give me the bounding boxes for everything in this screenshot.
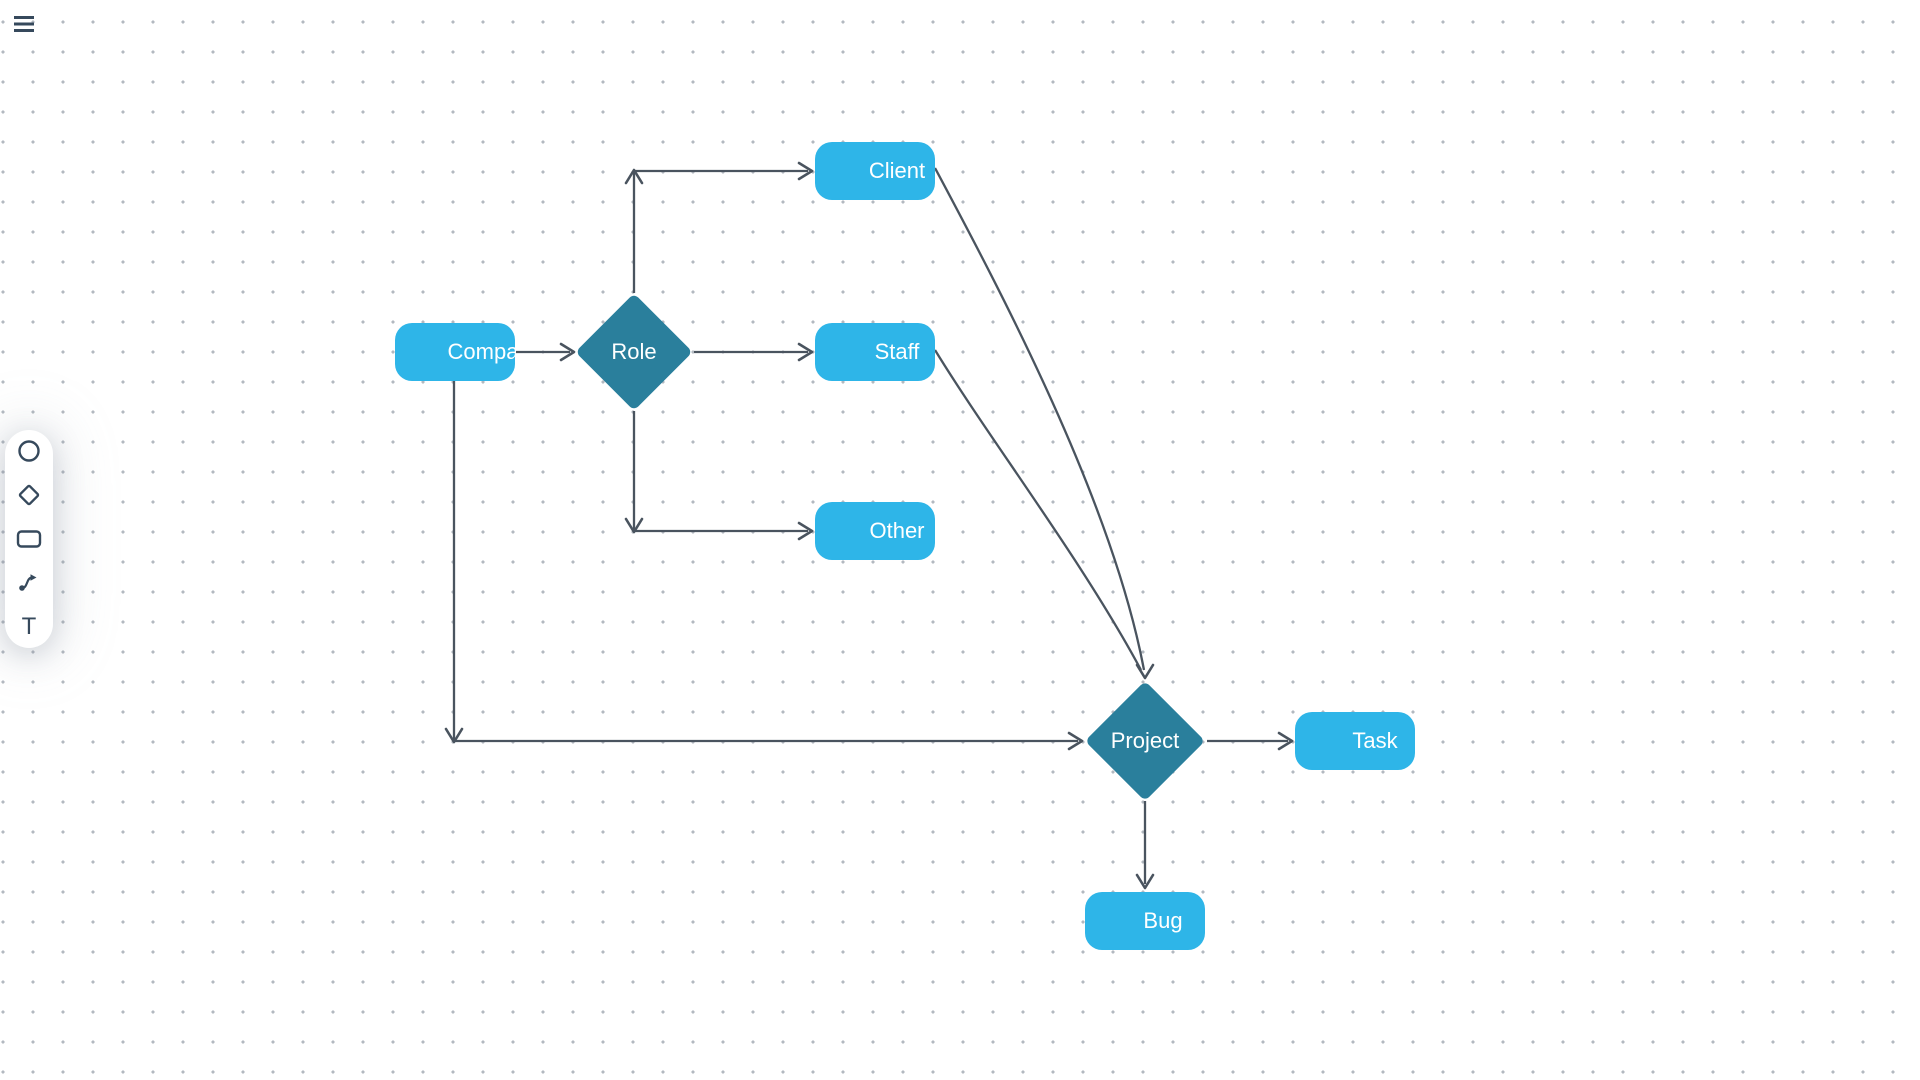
tool-circle-button[interactable] [15, 438, 43, 464]
tool-text-button[interactable]: T [15, 614, 43, 640]
node-label-bug: Bug [1143, 908, 1183, 933]
tool-rectangle-button[interactable] [15, 526, 43, 552]
arrowhead-right-icon [797, 521, 814, 541]
rectangle-shape-icon [16, 530, 42, 548]
hamburger-menu-button[interactable] [10, 10, 38, 38]
node-label-company: Compa [447, 339, 515, 364]
arrowhead-down-icon [444, 727, 464, 744]
edge-role-other[interactable] [624, 411, 814, 541]
node-other[interactable]: Other [815, 502, 935, 560]
node-label-project: Project [1110, 728, 1180, 753]
node-company[interactable]: Compa [395, 323, 515, 381]
hamburger-icon [14, 16, 34, 32]
edge-role-staff[interactable] [694, 342, 814, 362]
node-label-staff: Staff [874, 339, 920, 364]
node-label-client: Client [868, 158, 926, 183]
text-tool-icon: T [21, 613, 37, 640]
node-project[interactable]: Project [1084, 680, 1206, 802]
edge-staff-project[interactable] [934, 349, 1143, 671]
arrowhead-right-icon [1277, 731, 1294, 751]
edge-project-task[interactable] [1207, 731, 1294, 751]
tool-connector-button[interactable] [15, 570, 43, 596]
connector-arrow-icon [19, 574, 37, 591]
shape-toolbar: T [5, 430, 53, 648]
node-staff[interactable]: Staff [815, 323, 935, 381]
edge-project-bug[interactable] [1135, 801, 1155, 890]
edge-company-role[interactable] [516, 342, 576, 362]
arrowhead-right-icon [559, 342, 576, 362]
edge-role-client[interactable] [624, 161, 814, 293]
arrowhead-right-icon [797, 342, 814, 362]
diamond-shape-icon [18, 484, 40, 506]
node-bug[interactable]: Bug [1085, 892, 1205, 950]
edge-company-project[interactable] [444, 381, 1084, 751]
node-role[interactable]: Role [575, 293, 693, 411]
tool-diamond-button[interactable] [15, 482, 43, 508]
arrowhead-down-icon [624, 517, 644, 534]
arrowhead-up-icon [624, 168, 644, 185]
edge-client-project[interactable] [933, 167, 1155, 680]
arrowhead-right-icon [1067, 731, 1084, 751]
node-label-other: Other [869, 518, 925, 543]
arrowhead-right-icon [797, 161, 814, 181]
node-client[interactable]: Client [815, 142, 935, 200]
node-task[interactable]: Task [1295, 712, 1415, 770]
node-label-role: Role [611, 339, 657, 364]
arrowhead-down-icon [1135, 873, 1155, 890]
circle-shape-icon [18, 440, 40, 462]
node-label-task: Task [1352, 728, 1398, 753]
